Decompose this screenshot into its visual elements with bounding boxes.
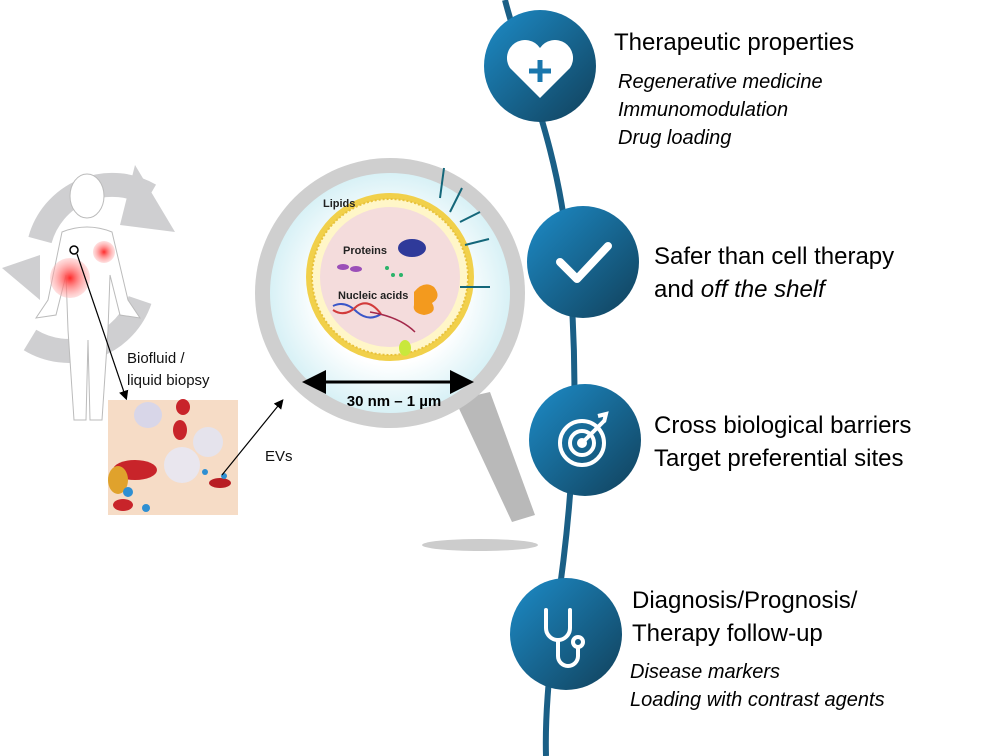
proteins-label: Proteins xyxy=(343,245,387,257)
tumor-site-small xyxy=(93,241,115,263)
item-sub: Drug loading xyxy=(618,127,731,149)
item-sub: Disease markers xyxy=(630,661,780,683)
arrowhead-top xyxy=(120,165,175,232)
item-title: Target preferential sites xyxy=(654,445,903,472)
size-range-label: 30 nm – 1 µm xyxy=(347,393,442,410)
ev-arrow xyxy=(221,399,284,476)
tumor-site-large xyxy=(50,258,90,298)
checkmark-icon xyxy=(556,242,612,283)
timeline-item-therapeutic: Therapeutic properties Regenerative medi… xyxy=(484,10,854,149)
nucleic-acids-label: Nucleic acids xyxy=(338,290,408,302)
stethoscope-icon xyxy=(544,608,585,668)
liquid-biopsy-label: liquid biopsy xyxy=(127,372,210,389)
biopsy-arrow xyxy=(76,253,129,401)
item-sub: Immunomodulation xyxy=(618,99,788,121)
heart-plus-icon xyxy=(506,39,574,98)
extracellular-vesicle-illustration xyxy=(306,167,490,361)
item-title: Cross biological barriers xyxy=(654,412,911,439)
timeline-item-barriers: Cross biological barriers Target prefere… xyxy=(529,384,911,496)
target-icon xyxy=(558,411,609,467)
evs-label: EVs xyxy=(265,448,293,465)
item-sub: Loading with contrast agents xyxy=(630,689,885,711)
blood-cells-image xyxy=(108,399,238,515)
item-title-line2: and off the shelf xyxy=(654,276,827,303)
arrowhead-bottom xyxy=(2,255,40,300)
item-title: Therapy follow-up xyxy=(632,620,823,647)
item-sub: Regenerative medicine xyxy=(618,71,823,93)
item-title: Therapeutic properties xyxy=(614,29,854,56)
biofluid-label: Biofluid / xyxy=(127,350,185,367)
item-title: Safer than cell therapy xyxy=(654,243,894,270)
sample-site-marker xyxy=(69,245,79,255)
timeline-item-diagnosis: Diagnosis/Prognosis/ Therapy follow-up D… xyxy=(510,578,885,711)
timeline-item-safety: Safer than cell therapy and off the shel… xyxy=(527,206,894,318)
item-title: Diagnosis/Prognosis/ xyxy=(632,587,858,614)
lipids-label: Lipids xyxy=(323,198,355,210)
